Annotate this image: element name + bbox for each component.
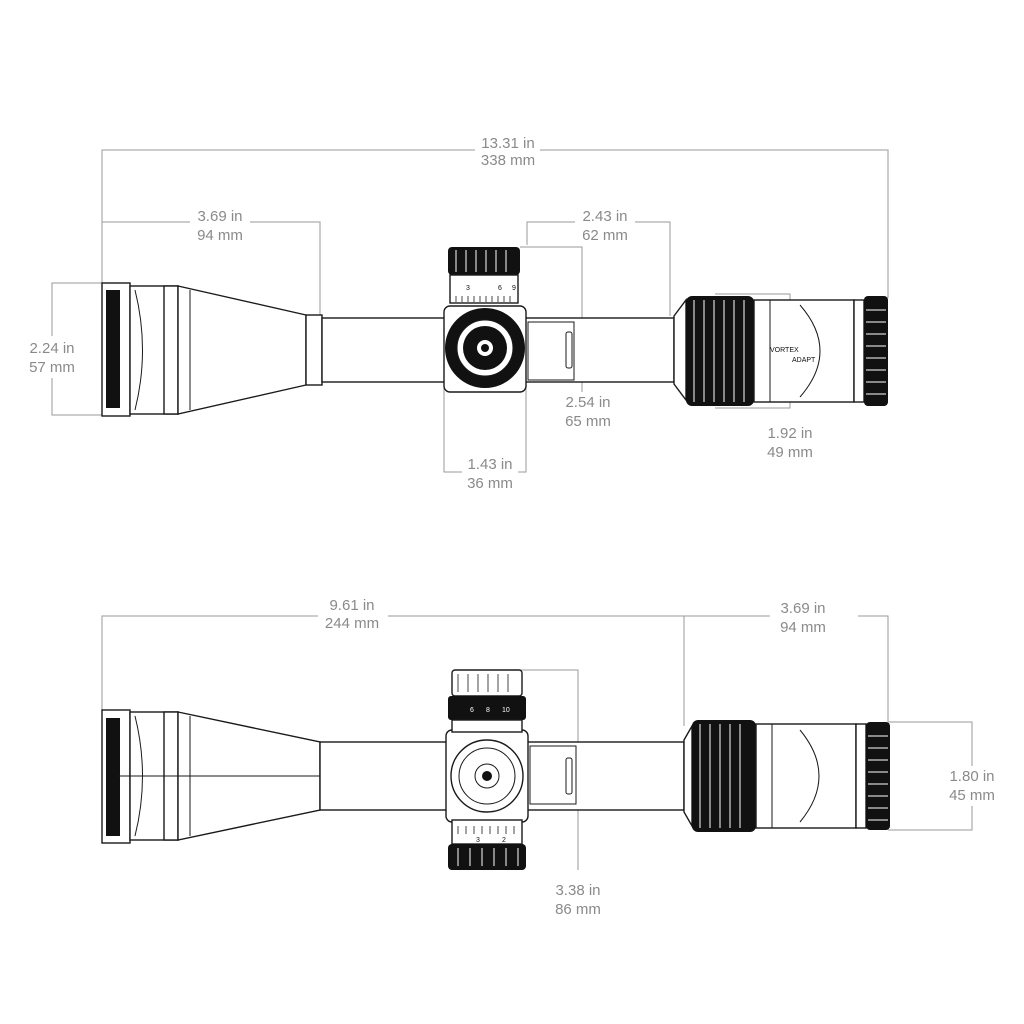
side-scope: 6 8 10 3 2 xyxy=(101,669,890,870)
turret-width-mm: 86 mm xyxy=(555,901,601,918)
ocular-diameter-in: 1.80 in xyxy=(949,768,994,785)
objective-power-ring-mm: 244 mm xyxy=(325,615,379,632)
eyepiece-body xyxy=(753,299,855,403)
objective-diameter-mm: 57 mm xyxy=(29,359,75,376)
main-tube-front xyxy=(321,317,447,383)
turret-number-2: 6 xyxy=(498,285,502,292)
side-turret-number-1: 6 xyxy=(470,707,474,714)
main-tube-rear xyxy=(523,317,675,383)
eyepiece-diameter-in: 1.92 in xyxy=(767,425,812,442)
saddle-length-in: 1.43 in xyxy=(467,456,512,473)
side-dimension-labels: 9.61 in 244 mm 3.69 in 94 mm 1.80 in 45 … xyxy=(325,597,995,918)
top-dimension-labels: 13.31 in 338 mm 3.69 in 94 mm 2.43 in 62… xyxy=(29,135,813,492)
overall-length-in: 13.31 in xyxy=(481,135,534,152)
turret-width-in: 3.38 in xyxy=(555,882,600,899)
turret-number-3: 9 xyxy=(512,285,516,292)
side-scale-number-1: 3 xyxy=(476,837,480,844)
side-turret-number-3: 10 xyxy=(502,707,510,714)
bottom-turret-cap xyxy=(448,844,526,870)
side-turret-number-2: 8 xyxy=(486,707,490,714)
windage-turret-top xyxy=(451,669,523,697)
overall-length-mm: 338 mm xyxy=(481,152,535,169)
objective-diameter-in: 2.24 in xyxy=(29,340,74,357)
top-dimension-lines xyxy=(51,149,889,473)
eyepiece-length-mm: 94 mm xyxy=(780,619,826,636)
brand-text: VORTEX xyxy=(770,347,799,354)
objective-bell xyxy=(177,285,307,415)
eyepiece-length-in: 3.69 in xyxy=(780,600,825,617)
saddle-length-mm: 36 mm xyxy=(467,475,513,492)
turret-number-1: 3 xyxy=(466,285,470,292)
turret-height-mm: 65 mm xyxy=(565,413,611,430)
elevation-turret-cap xyxy=(448,247,520,275)
objective-power-ring-in: 9.61 in xyxy=(329,597,374,614)
top-scope: 3 6 9 VORTEX ADAPT xyxy=(101,247,888,417)
bell-length-in: 3.69 in xyxy=(197,208,242,225)
turret-eyepiece-mm: 62 mm xyxy=(582,227,628,244)
bell-length-mm: 94 mm xyxy=(197,227,243,244)
diopter-ring xyxy=(864,296,888,406)
power-ring xyxy=(686,296,754,406)
ocular-diameter-mm: 45 mm xyxy=(949,787,995,804)
side-power-ring xyxy=(692,720,756,832)
side-scale-number-2: 2 xyxy=(502,837,506,844)
eyepiece-diameter-mm: 49 mm xyxy=(767,444,813,461)
turret-eyepiece-in: 2.43 in xyxy=(582,208,627,225)
model-text: ADAPT xyxy=(792,357,816,364)
turret-height-in: 2.54 in xyxy=(565,394,610,411)
